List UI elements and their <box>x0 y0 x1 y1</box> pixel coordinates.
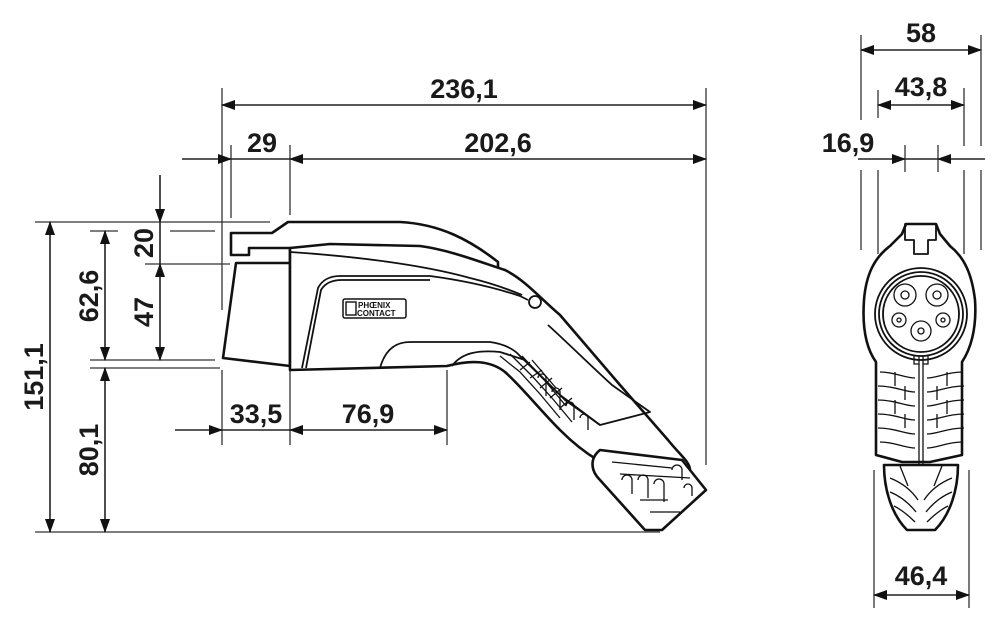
dim-lower-height: 80,1 <box>74 424 104 477</box>
dim-overall-height: 151,1 <box>19 343 49 411</box>
dim-latch-offset: 29 <box>247 128 277 158</box>
dim-latch-width: 16,9 <box>822 128 875 158</box>
dim-front-height: 47 <box>129 297 159 327</box>
dim-grip-length: 76,9 <box>342 399 395 429</box>
connector-side-view: PHŒNIX CONTACT <box>221 220 708 532</box>
dim-upper-height: 62,6 <box>74 270 104 323</box>
dim-top-latch-height: 20 <box>129 228 159 258</box>
dim-inner-width: 43,8 <box>895 72 948 102</box>
side-view-dimensions: 236,1 29 202,6 20 47 62,6 151,1 80,1 <box>19 74 707 533</box>
dim-overall-length: 236,1 <box>430 74 498 104</box>
dim-grip-offset: 33,5 <box>230 399 283 429</box>
contact-pins <box>891 283 951 342</box>
svg-text:CONTACT: CONTACT <box>357 309 396 318</box>
phoenix-contact-logo: PHŒNIX CONTACT <box>342 298 407 319</box>
connector-front-view <box>862 222 977 532</box>
dim-cable-sleeve-width: 46,4 <box>895 561 948 591</box>
dim-body-length: 202,6 <box>464 128 532 158</box>
dim-overall-width: 58 <box>906 18 936 48</box>
front-view-dimensions: 58 43,8 16,9 46,4 <box>822 18 985 608</box>
svg-text:PHŒNIX: PHŒNIX <box>358 301 391 310</box>
